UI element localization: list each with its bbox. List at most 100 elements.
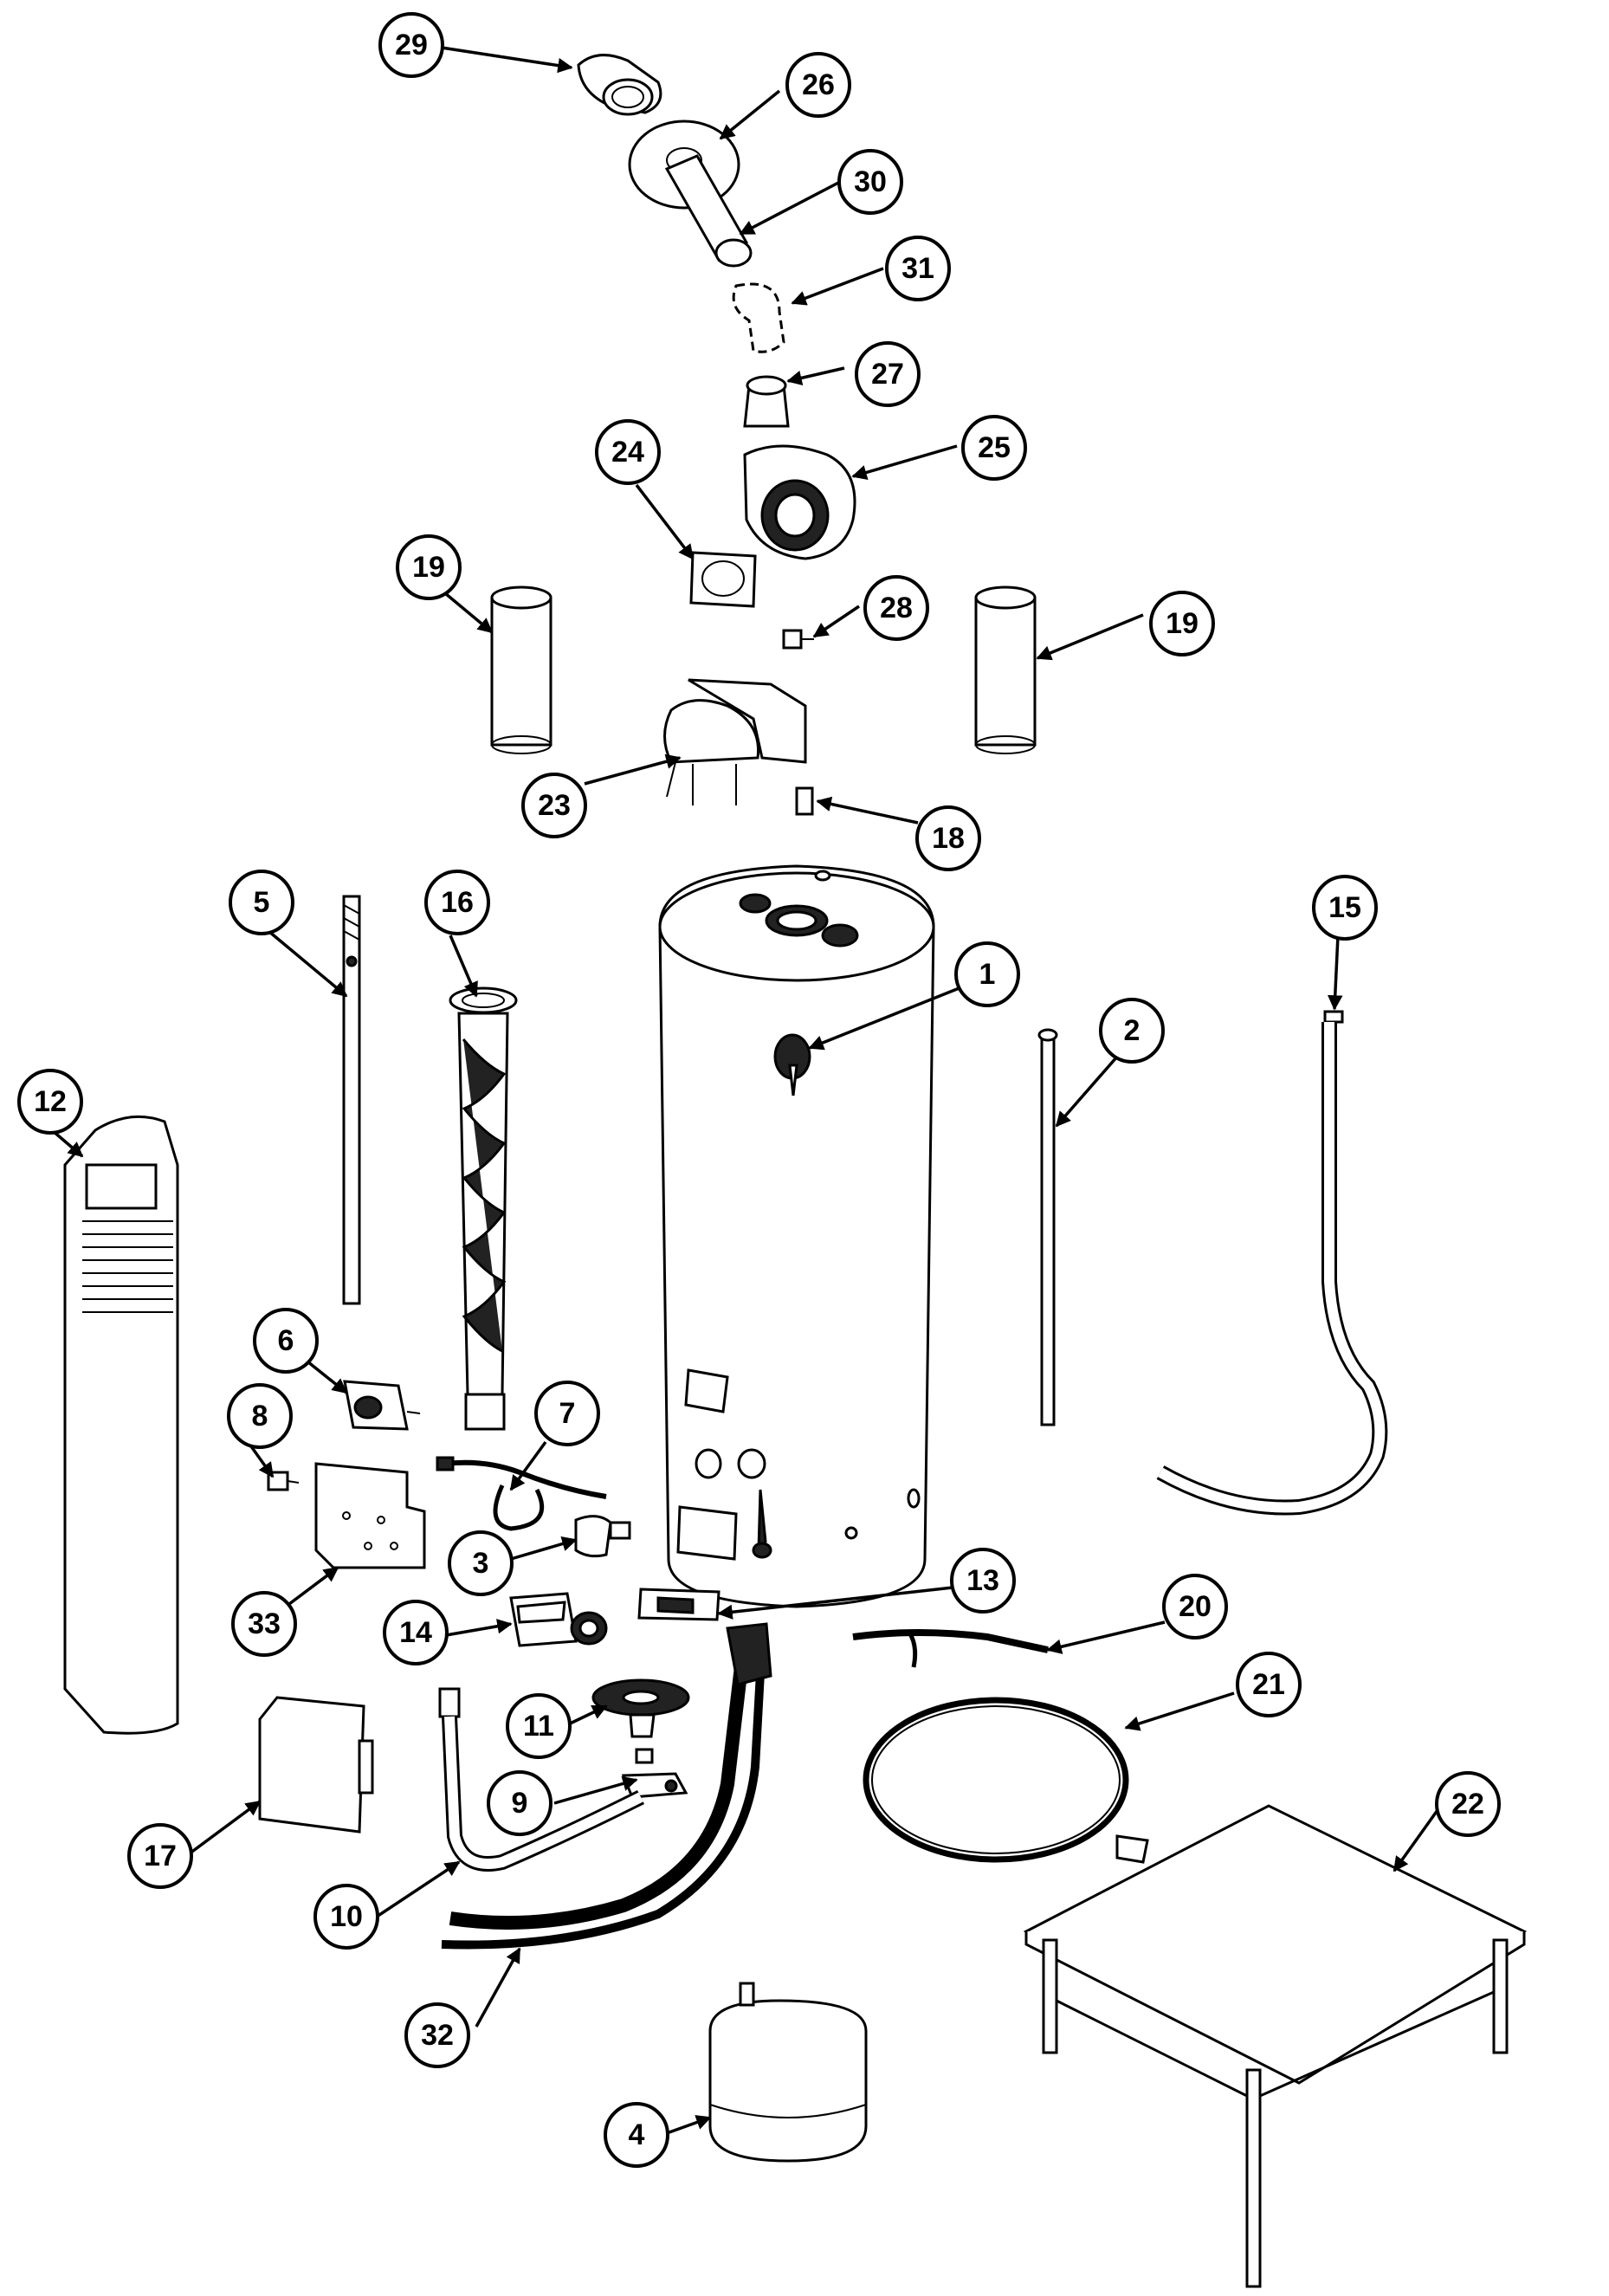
- callout-7: 7: [534, 1381, 600, 1446]
- callout-28: 28: [863, 575, 929, 641]
- callout-11: 11: [506, 1693, 572, 1759]
- svg-text:6: 6: [278, 1324, 294, 1357]
- callout-14: 14: [383, 1600, 449, 1665]
- svg-text:2: 2: [1124, 1014, 1141, 1047]
- callout-26: 26: [785, 52, 851, 118]
- svg-text:28: 28: [880, 592, 913, 624]
- part-33-bracket: [314, 1462, 426, 1569]
- part-24-gasket: [689, 551, 757, 608]
- part-5-anode-rod: [342, 895, 361, 1305]
- callout-31: 31: [885, 236, 951, 301]
- part-18-fitting: [795, 786, 814, 816]
- callouts: 29 26 30 31 27 25 24 19 28 19 23 18 5 16…: [17, 12, 1501, 2168]
- part-14-gas-valve: [509, 1592, 608, 1647]
- svg-text:13: 13: [966, 1564, 999, 1597]
- part-31-dashed-elbow: [732, 282, 785, 353]
- callout-13: 13: [950, 1548, 1016, 1614]
- callout-18: 18: [915, 805, 981, 871]
- part-22-stand: [1023, 1804, 1528, 2288]
- svg-text:24: 24: [611, 436, 644, 469]
- callout-24: 24: [595, 419, 661, 485]
- callout-15: 15: [1312, 875, 1378, 941]
- part-11-orifice: [591, 1678, 690, 1738]
- part-10-gas-tube: [438, 1687, 645, 1872]
- callout-29: 29: [378, 12, 444, 78]
- svg-text:26: 26: [802, 68, 835, 101]
- svg-text:1: 1: [979, 958, 996, 991]
- svg-text:27: 27: [871, 358, 904, 391]
- svg-text:10: 10: [330, 1900, 363, 1933]
- svg-text:12: 12: [34, 1085, 67, 1118]
- leader-lines: [50, 46, 1439, 2135]
- callout-16: 16: [424, 870, 490, 935]
- part-25-blower: [743, 444, 856, 560]
- svg-text:7: 7: [559, 1397, 576, 1430]
- callout-23: 23: [521, 773, 587, 838]
- part-19-baffle-right: [974, 585, 1037, 754]
- callout-33: 33: [231, 1591, 297, 1657]
- svg-text:14: 14: [399, 1616, 432, 1649]
- svg-text:25: 25: [978, 431, 1011, 464]
- callout-22: 22: [1435, 1771, 1501, 1837]
- part-19-baffle-left: [490, 585, 552, 754]
- callout-17: 17: [127, 1823, 193, 1889]
- part-2-dip-tube: [1037, 1028, 1058, 1426]
- svg-text:9: 9: [512, 1787, 528, 1820]
- part-3-valve: [574, 1515, 631, 1558]
- part-12-panel: [63, 1115, 179, 1735]
- parts-drawings: [63, 54, 1528, 2288]
- panel-louvers: [82, 1220, 173, 1313]
- svg-text:23: 23: [538, 789, 571, 822]
- svg-text:8: 8: [252, 1400, 268, 1433]
- svg-text:16: 16: [441, 886, 474, 919]
- callout-8: 8: [227, 1383, 293, 1449]
- svg-text:22: 22: [1451, 1788, 1484, 1821]
- svg-text:32: 32: [421, 2019, 454, 2052]
- part-32-thermocouple: [441, 1622, 772, 1950]
- part-30-vent-pipe: [664, 154, 753, 268]
- callout-9: 9: [487, 1770, 552, 1836]
- part-20-bracket: [852, 1629, 1049, 1668]
- part-17-control-box: [258, 1696, 374, 1834]
- part-23-burner-assembly: [663, 678, 807, 805]
- svg-text:11: 11: [523, 1710, 554, 1743]
- callout-32: 32: [404, 2002, 470, 2068]
- part-6-switch: [343, 1380, 421, 1431]
- part-7-wire-harness: [436, 1456, 607, 1531]
- part-9-clip: [621, 1748, 688, 1799]
- callout-27: 27: [855, 341, 921, 407]
- callout-19-right: 19: [1149, 591, 1215, 656]
- svg-text:33: 33: [248, 1607, 281, 1640]
- part-13-label: [637, 1588, 720, 1621]
- callout-12: 12: [17, 1069, 83, 1135]
- callout-25: 25: [961, 415, 1027, 481]
- callout-1: 1: [954, 941, 1020, 1007]
- part-8-screw: [267, 1471, 300, 1491]
- svg-text:4: 4: [629, 2118, 645, 2151]
- part-4-expansion-tank: [708, 1982, 868, 2163]
- svg-text:19: 19: [1166, 607, 1199, 640]
- part-21-ring: [863, 1697, 1149, 1864]
- svg-text:18: 18: [932, 822, 965, 855]
- part-16-flue-baffle: [449, 986, 518, 1431]
- callout-5: 5: [229, 870, 294, 935]
- part-27-coupling: [743, 375, 790, 428]
- svg-text:21: 21: [1252, 1668, 1285, 1701]
- svg-text:5: 5: [254, 886, 270, 919]
- part-29-vent-cap: [577, 54, 662, 116]
- part-28-screw: [782, 629, 814, 650]
- part-1-tank: [658, 864, 935, 1608]
- callout-20: 20: [1162, 1574, 1228, 1640]
- part-15-outlet-tube: [1156, 1010, 1388, 1516]
- callout-6: 6: [253, 1308, 319, 1374]
- svg-text:31: 31: [901, 252, 934, 285]
- callout-4: 4: [604, 2102, 669, 2168]
- callout-19-left: 19: [396, 534, 462, 600]
- svg-text:15: 15: [1328, 891, 1361, 924]
- svg-text:30: 30: [854, 165, 887, 198]
- svg-text:3: 3: [473, 1547, 489, 1580]
- svg-text:19: 19: [412, 551, 445, 584]
- callout-3: 3: [448, 1530, 514, 1596]
- svg-text:17: 17: [144, 1840, 177, 1872]
